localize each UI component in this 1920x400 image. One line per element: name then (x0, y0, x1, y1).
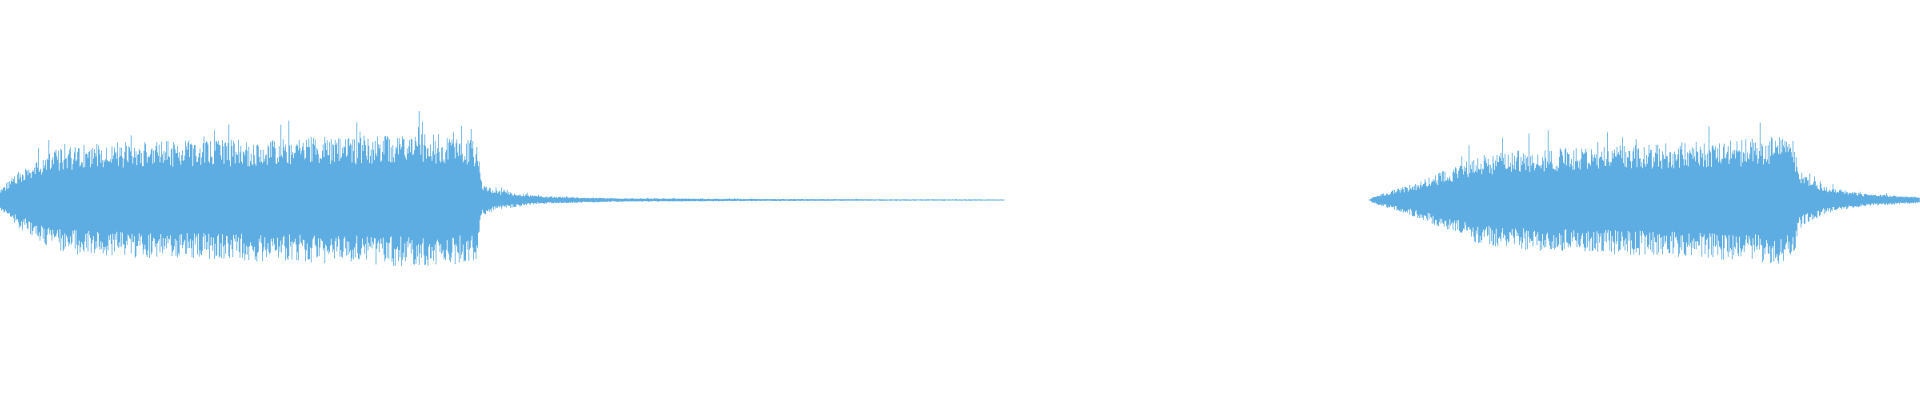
waveform-clips (0, 111, 1920, 267)
waveform-samples (0, 111, 1005, 267)
waveform-clip-1 (0, 111, 1005, 267)
waveform-samples (1368, 122, 1920, 264)
waveform-clip-2 (1368, 122, 1920, 264)
